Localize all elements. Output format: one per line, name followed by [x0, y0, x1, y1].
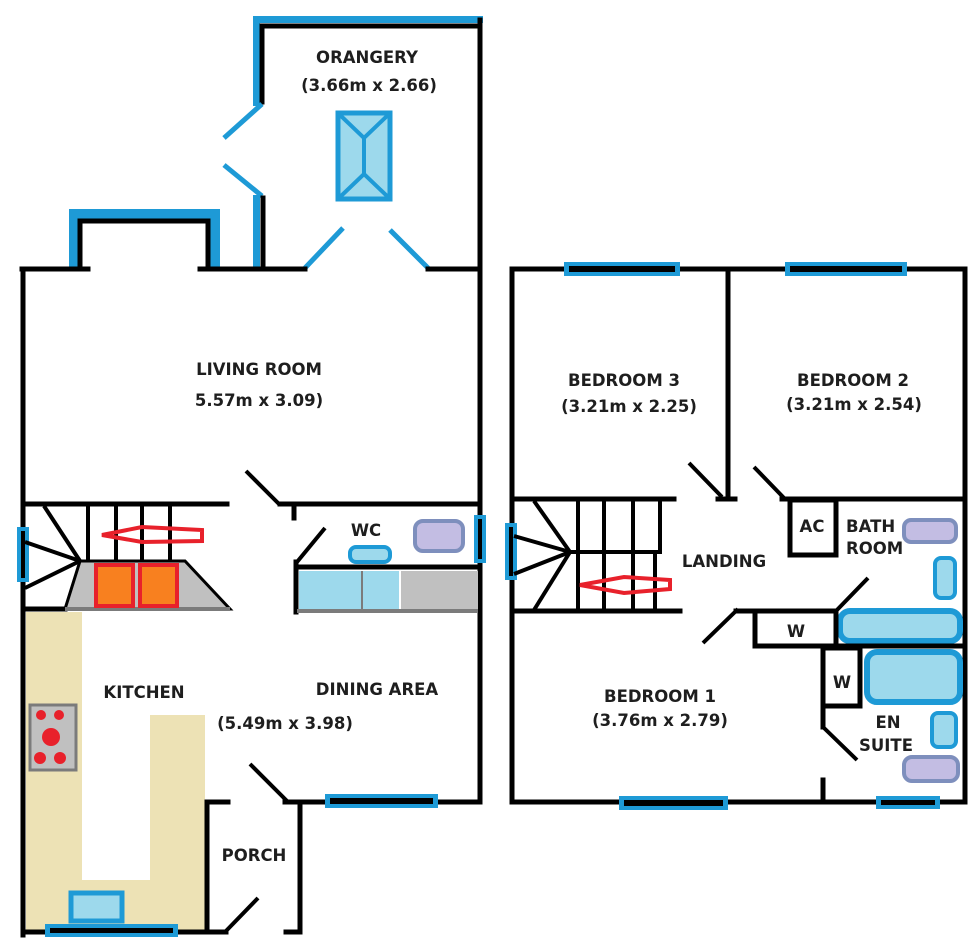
ground-floor: ORANGERY (3.66m x 2.66) LIVING ROOM 5.57…	[17, 16, 486, 938]
landing-label: LANDING	[682, 552, 766, 571]
en-suite-label-line1: EN	[875, 713, 900, 732]
en-suite	[820, 649, 963, 809]
stair-direction-arrow-icon	[101, 524, 204, 545]
stair-direction-arrow-icon	[579, 574, 672, 596]
bathroom	[834, 518, 963, 644]
orangery-walls	[222, 16, 483, 273]
first-floor: BEDROOM 3 (3.21m x 2.25) BEDROOM 2 (3.21…	[505, 262, 968, 810]
bay-window	[69, 209, 220, 270]
ac-label: AC	[800, 517, 825, 536]
wardrobe-2-label: W	[833, 673, 851, 692]
bathroom-label-line2: ROOM	[846, 539, 903, 558]
bedroom-2-label: BEDROOM 2	[797, 371, 909, 390]
toilet-icon	[902, 755, 960, 783]
orangery-size: (3.66m x 2.66)	[301, 76, 437, 95]
living-room-label: LIVING ROOM	[196, 360, 322, 379]
bedroom-2-size: (3.21m x 2.54)	[786, 395, 922, 414]
bedroom-3-label: BEDROOM 3	[568, 371, 680, 390]
staircase-first	[505, 499, 683, 614]
staircase-ground	[20, 504, 204, 612]
orangery-label: ORANGERY	[316, 48, 419, 67]
living-room-size: 5.57m x 3.09)	[195, 391, 323, 410]
roof-lantern-icon	[335, 110, 393, 202]
toilet-icon	[413, 519, 465, 553]
basin-icon	[933, 556, 957, 600]
wardrobe-2	[820, 645, 863, 709]
wc-label: WC	[351, 521, 381, 540]
shower-icon	[864, 649, 963, 705]
wc-room	[293, 515, 486, 615]
oven-icon	[94, 563, 135, 608]
wardrobe-1	[752, 608, 839, 649]
bath-icon	[837, 608, 963, 644]
en-suite-label-line2: SUITE	[859, 736, 913, 755]
bedroom-1-label: BEDROOM 1	[604, 687, 716, 706]
wardrobe-1-label: W	[787, 622, 805, 641]
dining-area-label: DINING AREA	[316, 680, 439, 699]
dining-area-size: (5.49m x 3.98)	[217, 714, 353, 733]
hob-icon	[28, 703, 78, 772]
bedroom-3-size: (3.21m x 2.25)	[561, 397, 697, 416]
airing-cupboard	[787, 497, 839, 558]
oven-unit	[62, 559, 234, 611]
bedroom-1-size: (3.76m x 2.79)	[592, 711, 728, 730]
porch-label: PORCH	[222, 846, 287, 865]
sink-icon	[68, 890, 125, 924]
kitchen-label: KITCHEN	[103, 683, 184, 702]
basin-icon	[930, 711, 958, 749]
toilet-icon	[902, 518, 958, 544]
oven-icon	[138, 563, 179, 608]
kitchen-worktop	[26, 612, 205, 930]
basin-icon	[348, 545, 392, 564]
bathroom-label-line1: BATH	[846, 517, 895, 536]
